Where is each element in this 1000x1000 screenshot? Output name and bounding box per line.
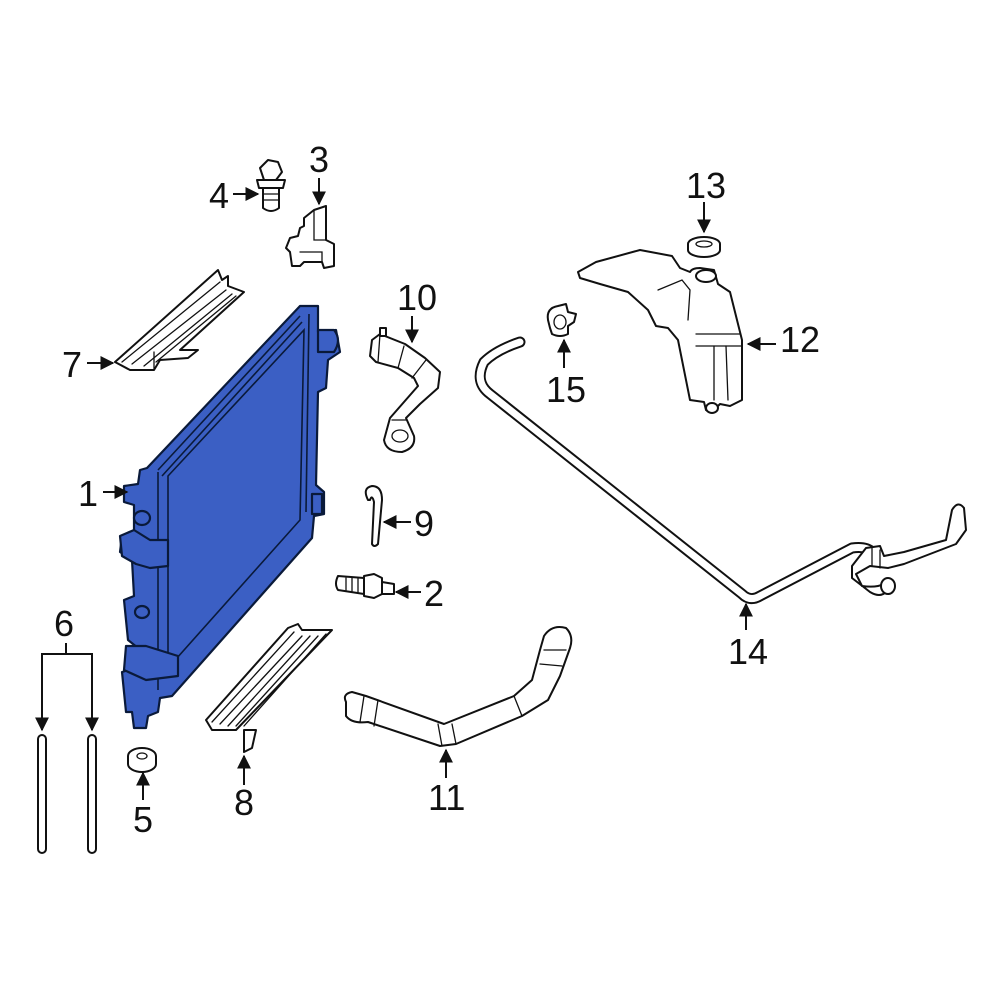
hose-clamp-part[interactable]: [546, 303, 577, 337]
callout-label: 13: [686, 165, 726, 206]
callout-label: 10: [397, 277, 437, 318]
bracket-part[interactable]: [285, 205, 335, 269]
callout-15[interactable]: 15: [546, 338, 586, 410]
callout-label: 15: [546, 369, 586, 410]
callout-label: 11: [428, 777, 465, 818]
callout-7[interactable]: 7: [62, 344, 115, 385]
callout-label: 9: [414, 503, 434, 544]
lower-hose-part[interactable]: [343, 626, 573, 747]
callout-12[interactable]: 12: [746, 319, 820, 360]
callout-4[interactable]: 4: [209, 175, 260, 216]
callout-label: 4: [209, 175, 229, 216]
callout-label: 5: [133, 799, 153, 840]
callout-10[interactable]: 10: [397, 277, 437, 344]
callout-label: 7: [62, 344, 82, 385]
callout-5[interactable]: 5: [133, 771, 153, 840]
radiator-part[interactable]: [118, 304, 342, 730]
callout-label: 14: [728, 631, 768, 672]
callout-label: 3: [309, 139, 329, 180]
bolt-part[interactable]: [256, 159, 286, 212]
lower-air-seal-part[interactable]: [205, 623, 333, 753]
callout-label: 2: [424, 573, 444, 614]
callout-14[interactable]: 14: [728, 602, 768, 672]
seal-strips-part[interactable]: [37, 734, 97, 854]
insulator-part[interactable]: [127, 747, 157, 773]
upper-hose-part[interactable]: [369, 327, 441, 453]
callout-2[interactable]: 2: [394, 573, 444, 614]
upper-air-seal-part[interactable]: [114, 269, 245, 371]
callout-3[interactable]: 3: [309, 139, 329, 206]
callout-label: 6: [54, 603, 74, 644]
coolant-reservoir-part[interactable]: [577, 249, 743, 414]
callout-8[interactable]: 8: [234, 754, 254, 823]
callout-9[interactable]: 9: [382, 503, 434, 544]
drain-plug-part[interactable]: [335, 573, 395, 599]
grommet-part[interactable]: [687, 236, 721, 258]
callout-11[interactable]: 11: [428, 748, 465, 818]
callout-1[interactable]: 1: [78, 473, 129, 514]
callout-label: 1: [78, 473, 98, 514]
callout-label: 12: [780, 319, 820, 360]
callout-label: 8: [234, 782, 254, 823]
overflow-hose-part[interactable]: [474, 336, 967, 605]
callout-6[interactable]: 6: [35, 603, 99, 732]
callout-13[interactable]: 13: [686, 165, 726, 234]
wire-clip-part[interactable]: [364, 485, 383, 547]
